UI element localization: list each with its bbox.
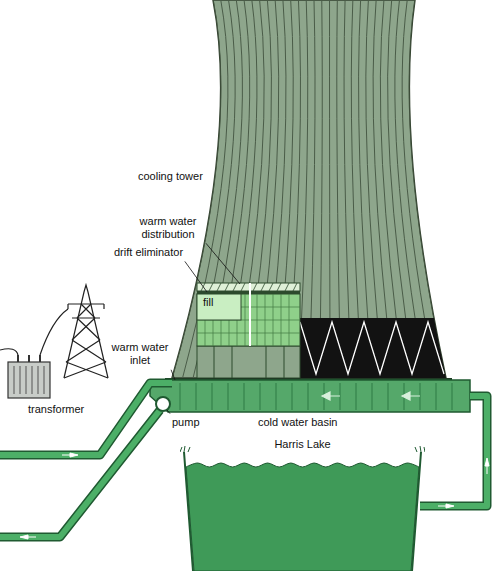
- power-wire: [40, 309, 68, 355]
- air-inlet: [300, 318, 450, 378]
- lake-name: Harris Lake: [274, 438, 330, 451]
- fill-panel-light: [197, 294, 241, 320]
- distribution-strip: [197, 283, 300, 291]
- part-label: fill: [203, 296, 213, 309]
- lake-bank: [184, 452, 421, 571]
- flow-arrow: [20, 535, 36, 539]
- part-label: warm water inlet: [110, 341, 170, 367]
- pylon-arms: [68, 304, 104, 318]
- part-label: warm water distribution: [132, 215, 204, 241]
- cutaway-column: [232, 346, 233, 378]
- part-label: cooling tower: [138, 170, 203, 183]
- fill-cutaway: [197, 283, 300, 378]
- part-label: cold water basin: [258, 416, 338, 429]
- flow-arrow: [402, 392, 420, 400]
- pipe-outline: [420, 396, 487, 506]
- flow-arrow: [322, 392, 340, 400]
- leader-line: [167, 410, 170, 414]
- pylon-insulators: [68, 304, 104, 309]
- power-wire: [0, 349, 18, 355]
- cutaway-column: [214, 346, 215, 378]
- pylon-legs: [64, 285, 108, 378]
- part-label: pump: [172, 416, 200, 429]
- pump-symbol: [156, 397, 170, 411]
- cold-water-basin: [150, 380, 470, 412]
- lake-shape: [180, 432, 425, 571]
- lake-node: Harris Lake: [180, 432, 425, 571]
- air-inlet-louvers: [300, 322, 444, 374]
- cutaway-divider: [249, 283, 251, 346]
- fill-pack: [197, 294, 300, 346]
- cutaway-column: [284, 346, 285, 378]
- transformer-bushings: [18, 355, 40, 362]
- lower-cutaway: [197, 346, 300, 378]
- pylon-bracing: [64, 304, 108, 378]
- part-label: transformer: [28, 403, 84, 416]
- pipe-outline: [0, 410, 160, 537]
- basin-body: [150, 380, 470, 412]
- lake-water: [186, 463, 419, 571]
- transformer-ribs: [14, 366, 44, 394]
- flow-arrow: [485, 458, 489, 474]
- leader-line: [171, 370, 175, 380]
- flow-arrow: [62, 453, 78, 457]
- cutaway-column: [266, 346, 267, 378]
- pipe-inner: [0, 410, 160, 537]
- pipe-inner: [420, 396, 487, 506]
- fill-grid: [197, 294, 300, 346]
- leader-line: [185, 261, 207, 292]
- leader-line: [206, 243, 240, 284]
- air-inlet-opening: [300, 318, 450, 378]
- pylon-symbol: [64, 285, 108, 378]
- basin-panels: [180, 383, 452, 410]
- flow-arrow: [438, 504, 454, 508]
- transformer-body: [8, 362, 50, 398]
- transformer-symbol: [8, 355, 50, 398]
- part-label: drift eliminator: [114, 246, 183, 259]
